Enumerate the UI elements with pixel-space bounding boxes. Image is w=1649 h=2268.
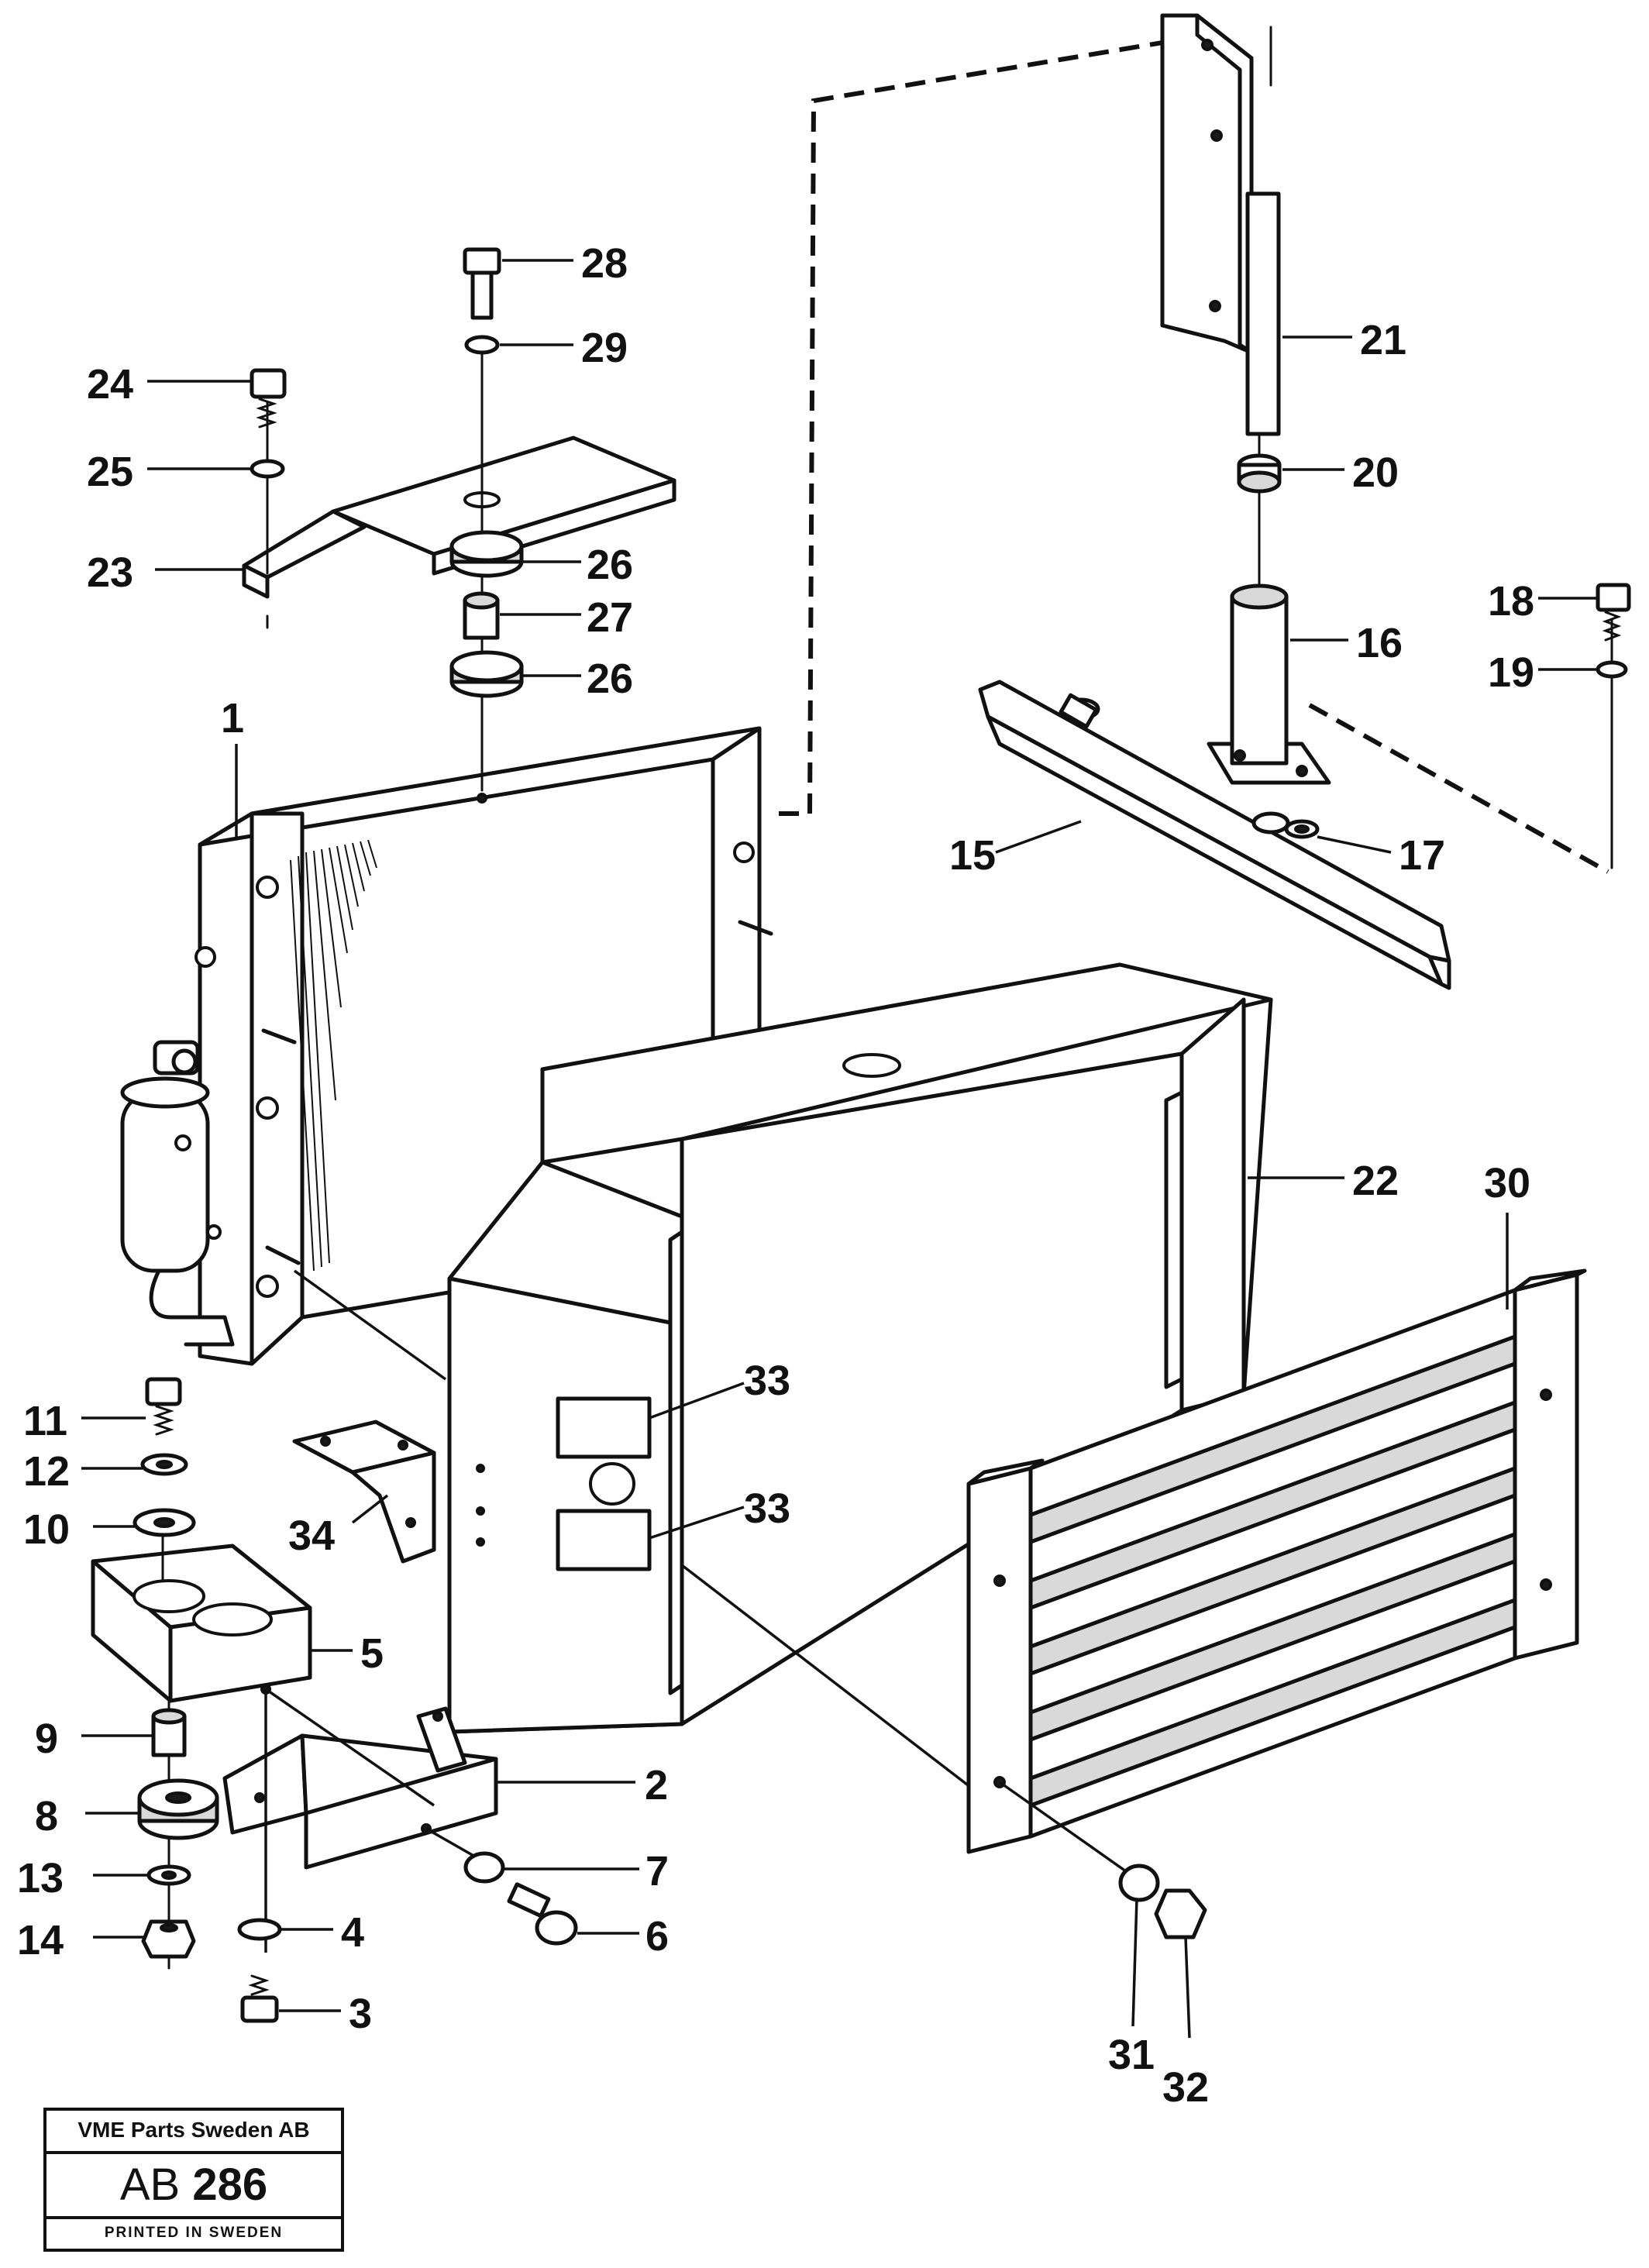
part-18-bolt (1596, 583, 1631, 869)
callout-26-lower: 26 (587, 656, 633, 702)
part-19-washer (1596, 660, 1628, 679)
callout-31: 31 (1108, 2032, 1155, 2078)
callout-18: 18 (1488, 578, 1534, 625)
part-21-upper-bracket (1160, 13, 1281, 436)
part-9-spacer (151, 1708, 187, 1757)
callout-23: 23 (87, 549, 133, 596)
callout-34: 34 (288, 1513, 335, 1559)
part-32-bolt (1154, 1888, 1207, 1939)
dashed-connection-bolt18-to-plate16 (1308, 703, 1609, 874)
part-13-washer (146, 1864, 191, 1886)
part-31-washer (1118, 1864, 1160, 1902)
part-20-bushing (1237, 432, 1282, 606)
part-30-grille (966, 1268, 1587, 1854)
callout-2: 2 (645, 1762, 668, 1809)
part-24-bolt (250, 368, 287, 575)
callout-15: 15 (949, 832, 996, 879)
callout-19: 19 (1488, 649, 1534, 696)
title-block-company: VME Parts Sweden AB (46, 2111, 341, 2154)
part-28-bolt (463, 247, 501, 320)
callout-17: 17 (1399, 832, 1445, 879)
callout-30: 30 (1484, 1160, 1530, 1206)
callout-27: 27 (587, 594, 633, 641)
callout-labels: 1 2 3 4 5 6 7 8 9 10 11 12 13 14 15 16 1… (17, 240, 1534, 2111)
part-10-washer (133, 1508, 196, 1537)
part-14-nut (141, 1919, 196, 1959)
callout-4: 4 (341, 1909, 364, 1956)
callout-6: 6 (645, 1913, 669, 1960)
title-block: VME Parts Sweden AB AB 286 PRINTED IN SW… (43, 2108, 344, 2252)
callout-13: 13 (17, 1855, 64, 1901)
drawing-number: 286 (192, 2160, 268, 2210)
part-15-channel-rail (978, 680, 1451, 990)
callout-26-upper: 26 (587, 542, 633, 588)
callout-29: 29 (581, 325, 628, 371)
callout-28: 28 (581, 240, 628, 287)
callout-9: 9 (35, 1716, 58, 1762)
drawing-prefix: AB (119, 2160, 181, 2210)
callout-14: 14 (17, 1917, 64, 1963)
part-17-washer (1284, 819, 1320, 839)
callout-22: 22 (1352, 1158, 1399, 1204)
part-16-tube-plate (1207, 583, 1331, 785)
part-26-rubber-lower (449, 650, 524, 698)
part-25-washer (250, 459, 285, 479)
part-5-mount-cup (91, 1544, 312, 1703)
part-6-bolt (507, 1882, 578, 1946)
callout-7: 7 (645, 1848, 669, 1895)
callout-11: 11 (23, 1398, 67, 1444)
title-block-drawing-number: AB 286 (46, 2151, 341, 2219)
callout-1: 1 (221, 695, 244, 742)
callout-24: 24 (87, 361, 133, 408)
part-3-bolt (240, 1974, 279, 2023)
callout-33-upper: 33 (744, 1358, 790, 1404)
callout-20: 20 (1352, 449, 1399, 496)
callout-25: 25 (87, 449, 133, 495)
part-22-shroud-frame (447, 962, 1273, 1799)
part-8-rubber (137, 1778, 219, 1840)
callout-16: 16 (1356, 620, 1403, 666)
part-12-washer (140, 1453, 188, 1476)
callout-3: 3 (349, 1991, 372, 2037)
part-26-rubber-upper (449, 530, 524, 578)
part-11-bolt (145, 1377, 182, 1436)
part-34-small-bracket (292, 1420, 436, 1564)
part-4-washer (237, 1918, 282, 1941)
callout-21: 21 (1360, 317, 1406, 363)
callout-33-lower: 33 (744, 1485, 790, 1532)
callout-12: 12 (23, 1448, 70, 1495)
callout-5: 5 (360, 1630, 384, 1677)
part-2-lower-bracket (222, 1688, 498, 1953)
title-block-printed: PRINTED IN SWEDEN (46, 2216, 341, 2249)
part-27-spacer (463, 591, 500, 640)
callout-8: 8 (35, 1793, 58, 1840)
part-7-washer (463, 1851, 505, 1884)
callout-32: 32 (1162, 2064, 1209, 2111)
radiator-fins (290, 839, 377, 1272)
callout-10: 10 (23, 1506, 70, 1553)
receiver-drier-bottle (120, 1040, 235, 1347)
grille-louvres (1028, 1334, 1517, 1808)
part-29-washer (464, 335, 500, 355)
dashed-connection-radiator-to-bracket (779, 33, 1210, 816)
